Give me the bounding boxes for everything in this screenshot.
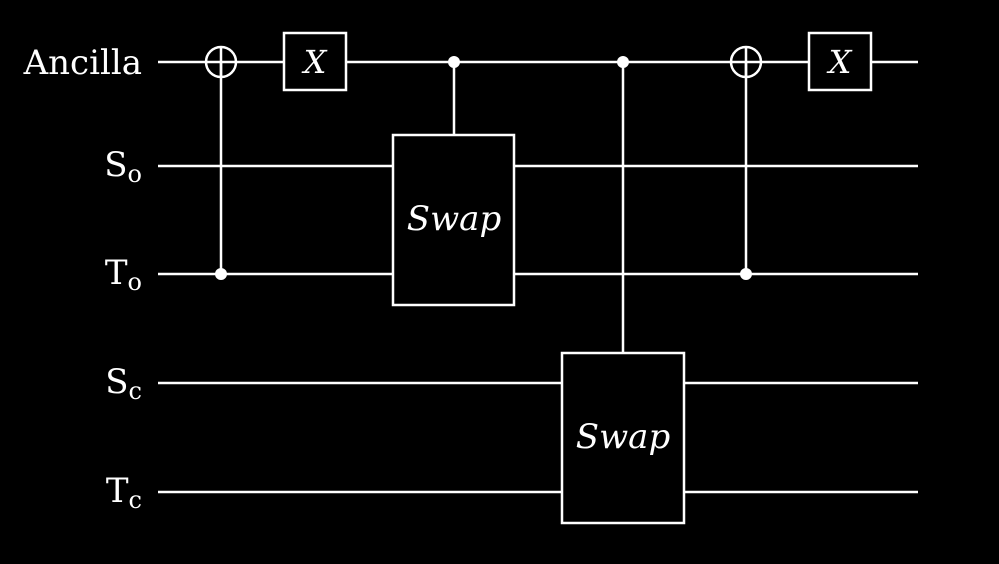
label-ancilla: Ancilla	[23, 43, 142, 83]
swap-2-label: Swap	[576, 417, 670, 457]
swap-1-control-dot	[448, 56, 460, 68]
controlled-swap-gate-2: Swap	[560, 56, 686, 525]
x-gate-2-label: X	[826, 43, 853, 81]
swap-1-box	[391, 133, 516, 307]
x-gate-2: X	[807, 31, 873, 92]
cnot-gate-1	[204, 45, 238, 280]
swap-2-box	[560, 351, 686, 525]
label-tc: Tc	[106, 471, 142, 514]
cnot-2-control-dot	[740, 268, 752, 280]
swap-2-control-dot	[617, 56, 629, 68]
swap-1-label: Swap	[407, 199, 501, 239]
label-sc: Sc	[105, 362, 142, 405]
x-gate-1: X	[282, 31, 348, 92]
cnot-gate-2	[729, 45, 763, 280]
controlled-swap-gate-1: Swap	[391, 56, 516, 307]
label-to: To	[105, 253, 142, 296]
label-so: So	[104, 145, 142, 188]
x-gate-1-label: X	[301, 43, 328, 81]
x-gate-1-box	[282, 31, 348, 92]
x-gate-2-box	[807, 31, 873, 92]
cnot-1-control-dot	[215, 268, 227, 280]
